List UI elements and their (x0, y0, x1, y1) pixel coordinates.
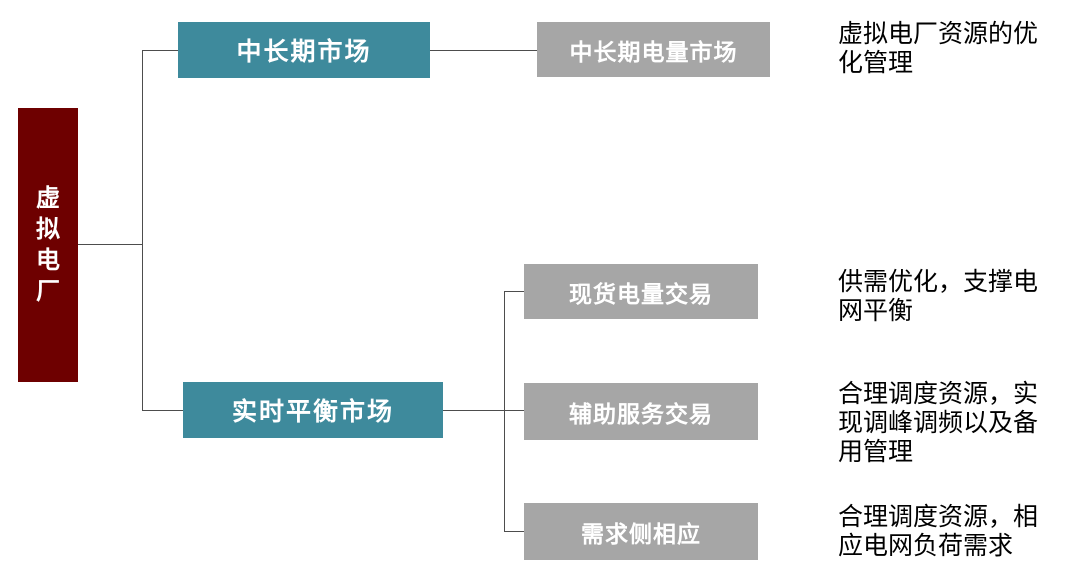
market-node-mid-long-term: 中长期市场 (178, 22, 430, 78)
trunk-to-realtime-connector (142, 410, 183, 411)
description-spot-energy-trading: 供需优化，支撑电网平衡 (838, 268, 1039, 325)
trunk-to-midlongterm-connector (142, 50, 178, 51)
root-node-label: 虚拟电厂 (36, 185, 60, 305)
description-mid-long-term-energy: 虚拟电厂资源的优化管理 (838, 20, 1039, 77)
market-node-label: 中长期市场 (236, 38, 372, 66)
root-to-trunk-connector (78, 244, 142, 245)
root-node-virtual-power-plant: 虚拟电厂 (18, 108, 78, 382)
description-ancillary-services-trading: 合理调度资源，实现调峰调频以及备用管理 (838, 380, 1039, 466)
trunk-to-demand-connector (504, 531, 524, 532)
child-node-label: 需求侧相应 (581, 520, 701, 547)
market-node-label: 实时平衡市场 (231, 398, 394, 426)
trunk-to-spot-connector (504, 291, 524, 292)
child-node-spot-energy-trading: 现货电量交易 (524, 264, 758, 319)
description-demand-side-response: 合理调度资源，相应电网负荷需求 (838, 503, 1039, 560)
child-node-mid-long-term-energy: 中长期电量市场 (537, 22, 770, 77)
child-node-ancillary-services-trading: 辅助服务交易 (524, 383, 758, 440)
child-node-label: 辅助服务交易 (569, 400, 713, 427)
market-node-real-time-balancing: 实时平衡市场 (183, 382, 443, 438)
child-node-label: 现货电量交易 (569, 280, 713, 307)
right-trunk-connector (504, 291, 505, 532)
midlongterm-to-child-connector (430, 50, 537, 51)
realtime-to-ancillary-connector (443, 410, 524, 411)
left-trunk-connector (142, 50, 143, 411)
child-node-label: 中长期电量市场 (569, 38, 738, 65)
child-node-demand-side-response: 需求侧相应 (524, 503, 758, 560)
